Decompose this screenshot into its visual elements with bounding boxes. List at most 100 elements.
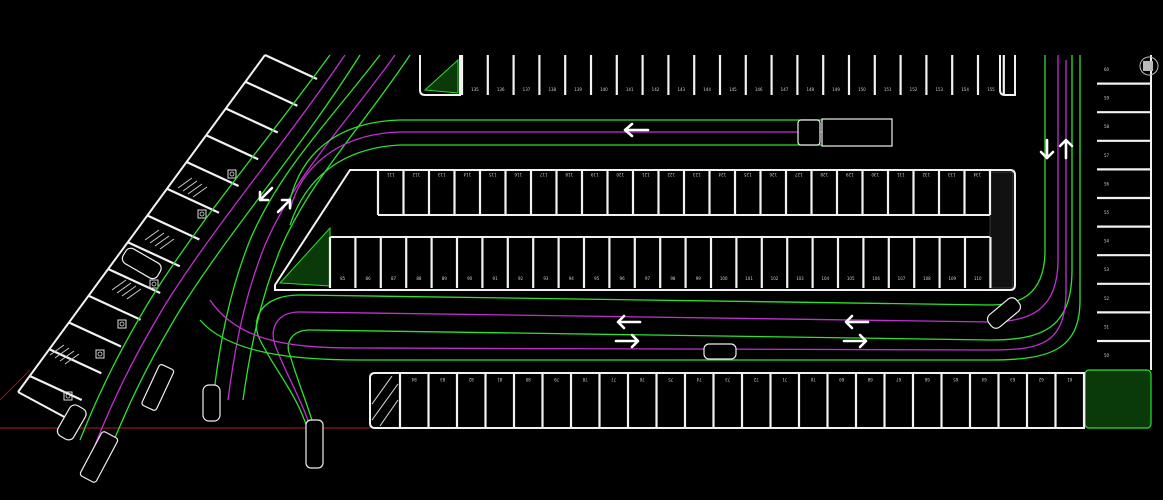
angled-stall-row: [17, 54, 318, 421]
stall-number: 86: [366, 276, 372, 281]
stall-line: [48, 348, 102, 375]
stall-number: 67: [896, 377, 902, 382]
hatched-area: [177, 177, 208, 198]
stall-number: 127: [794, 172, 802, 177]
stall-number: 142: [652, 87, 660, 92]
stall-number: 85: [340, 276, 346, 281]
stall-number: 110: [974, 276, 982, 281]
stall-number: 146: [755, 87, 763, 92]
stall-number: 132: [922, 172, 930, 177]
center-island: [274, 169, 1016, 291]
stall-number: 149: [832, 87, 840, 92]
stall-line: [244, 80, 298, 107]
stall-number: 102: [771, 276, 779, 281]
top-stall-row: [419, 55, 1016, 96]
two-way-arrow: [614, 314, 642, 349]
stall-number: 145: [729, 87, 737, 92]
car: [141, 364, 175, 411]
stall-number: 76: [639, 377, 645, 382]
stall-number: 136: [497, 87, 505, 92]
landscape-island: [1084, 369, 1152, 429]
stall-number: 64: [981, 377, 987, 382]
stall-number: 101: [745, 276, 753, 281]
compass-icon[interactable]: [1139, 56, 1159, 76]
stall-number: 97: [645, 276, 651, 281]
truck: [797, 118, 893, 147]
stall-number: 99: [696, 276, 702, 281]
accessible-parking-icon: [117, 319, 127, 329]
stall-number: 106: [872, 276, 880, 281]
accessible-parking-icon: [95, 349, 105, 359]
stall-number: 111: [386, 172, 394, 177]
stall-number: 113: [437, 172, 445, 177]
stall-number: 153: [935, 87, 943, 92]
stall-number: 131: [896, 172, 904, 177]
stall-number: 114: [463, 172, 471, 177]
stall-number: 62: [1038, 377, 1044, 382]
stall-number: 71: [782, 377, 788, 382]
car: [703, 343, 737, 360]
stall-number: 150: [858, 87, 866, 92]
stall-line: [88, 294, 142, 321]
landscape-island: [278, 226, 331, 287]
stall-number: 154: [961, 87, 969, 92]
stall-number: 87: [391, 276, 397, 281]
stall-number: 79: [554, 377, 560, 382]
stall-number: 61: [1067, 377, 1073, 382]
stall-number: 91: [493, 276, 499, 281]
stall-number: 128: [820, 172, 828, 177]
stall-number: 121: [641, 172, 649, 177]
stall-number: 123: [692, 172, 700, 177]
stall-number: 74: [696, 377, 702, 382]
stall-number: 115: [488, 172, 496, 177]
stall-number: 98: [670, 276, 676, 281]
accessible-parking-icon: [149, 279, 159, 289]
stall-number: 108: [923, 276, 931, 281]
stall-number: 93: [543, 276, 549, 281]
stall-number: 68: [867, 377, 873, 382]
stall-number: 72: [753, 377, 759, 382]
stall-number: 78: [582, 377, 588, 382]
stall-line: [205, 134, 259, 161]
stall-number: 65: [953, 377, 959, 382]
stall-number: 88: [416, 276, 422, 281]
stall-number: 138: [548, 87, 556, 92]
stall-number: 59: [1104, 96, 1110, 101]
landscape-island: [423, 58, 459, 94]
stall-number: 96: [620, 276, 626, 281]
stall-number: 80: [525, 377, 531, 382]
car: [986, 297, 1022, 329]
car: [121, 247, 162, 280]
stall-number: 120: [616, 172, 624, 177]
row-curb: [369, 372, 1085, 429]
stall-number: 130: [871, 172, 879, 177]
stall-number: 70: [810, 377, 816, 382]
stall-number: 95: [594, 276, 600, 281]
stall-number: 51: [1104, 324, 1110, 329]
stall-number: 83: [440, 377, 446, 382]
two-way-arrow: [842, 314, 870, 349]
stall-number: 104: [821, 276, 829, 281]
stall-number: 56: [1104, 181, 1110, 186]
stall-number: 148: [806, 87, 814, 92]
stall-number: 135: [471, 87, 479, 92]
stall-number: 82: [468, 377, 474, 382]
stall-number: 77: [611, 377, 617, 382]
car: [79, 431, 119, 483]
stall-line: [127, 241, 181, 268]
stall-number: 66: [924, 377, 930, 382]
stall-number: 112: [412, 172, 420, 177]
stall-number: 116: [514, 172, 522, 177]
stall-number: 58: [1104, 124, 1110, 129]
landscape-island: [989, 171, 1014, 289]
hatched-area: [144, 229, 175, 250]
hatched-area: [111, 279, 142, 300]
stall-number: 73: [725, 377, 731, 382]
stall-number: 105: [847, 276, 855, 281]
stall-number: 125: [743, 172, 751, 177]
stall-number: 117: [539, 172, 547, 177]
